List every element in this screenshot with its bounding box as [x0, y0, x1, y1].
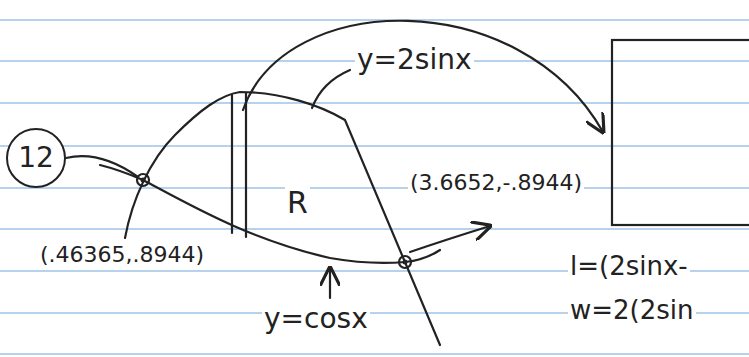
- pointer-arrow: [329, 268, 331, 298]
- intersection-dot: [403, 260, 408, 265]
- sine-curve: [125, 92, 440, 345]
- intersection-dot: [141, 178, 146, 183]
- point-label: (.46365,.8944): [38, 242, 206, 267]
- strip-edge: [245, 93, 247, 237]
- pointer-arrow: [410, 226, 490, 252]
- point-label: (3.6652,-.8944): [408, 170, 584, 195]
- problem-number: 12: [18, 144, 54, 172]
- region-label: R: [285, 186, 310, 221]
- formula-text: w=2(2sin: [568, 296, 696, 326]
- intersection-point: [399, 256, 411, 268]
- ruled-lines: [0, 20, 749, 354]
- transfer-arrow: [243, 21, 603, 132]
- curve-label: y=2sinx: [355, 44, 474, 76]
- leader-line: [66, 156, 138, 177]
- intersection-point: [137, 174, 149, 186]
- curve-label: y=cosx: [262, 303, 370, 335]
- strip-edge: [231, 95, 233, 233]
- cross-section-square: [612, 40, 749, 225]
- leader-line: [312, 70, 350, 108]
- formula-text: l=(2sinx-: [568, 252, 690, 282]
- callout-circle: 12: [6, 128, 66, 188]
